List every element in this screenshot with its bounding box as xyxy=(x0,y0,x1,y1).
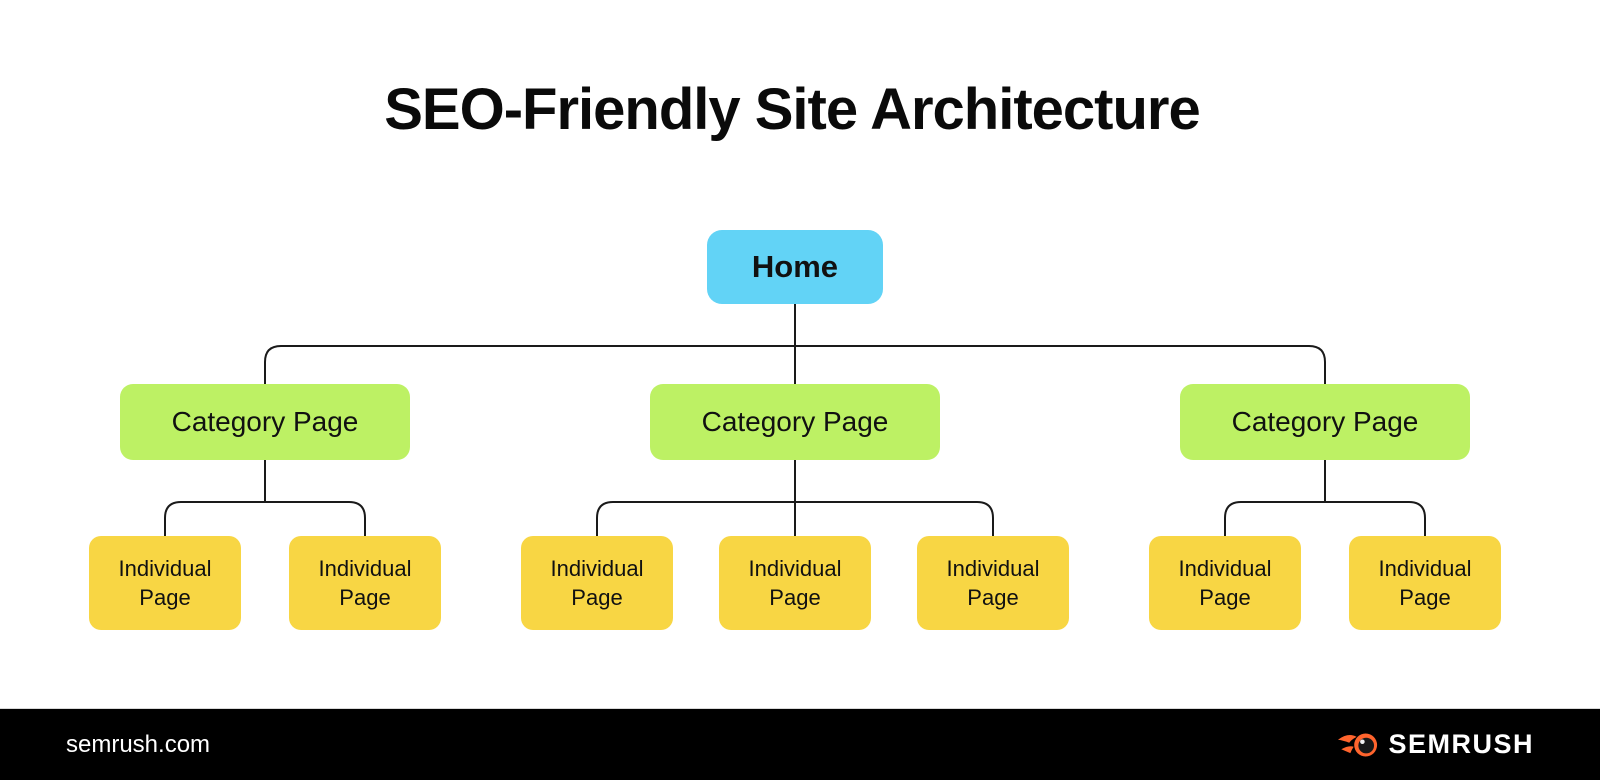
connector-level1-rail xyxy=(264,345,1326,384)
node-home: Home xyxy=(707,230,883,304)
connector-cat3-rail xyxy=(1224,501,1426,536)
connector-cat2-rail xyxy=(596,501,994,536)
node-individual-3: Individual Page xyxy=(521,536,673,630)
footer-website: semrush.com xyxy=(66,730,211,758)
node-category-2: Category Page xyxy=(650,384,940,460)
footer-bar: semrush.com SEMRUSH xyxy=(0,708,1600,780)
semrush-wordmark: SEMRUSH xyxy=(1388,729,1534,759)
node-individual-5: Individual Page xyxy=(917,536,1069,630)
node-individual-4: Individual Page xyxy=(719,536,871,630)
page-title: SEO-Friendly Site Architecture xyxy=(384,77,1201,142)
node-individual-1: Individual Page xyxy=(89,536,241,630)
connector-cat1-rail xyxy=(164,501,366,536)
semrush-logo: SEMRUSH xyxy=(1337,729,1534,760)
node-category-3: Category Page xyxy=(1180,384,1470,460)
node-category-1: Category Page xyxy=(120,384,410,460)
node-individual-6: Individual Page xyxy=(1149,536,1301,630)
node-individual-7: Individual Page xyxy=(1349,536,1501,630)
node-individual-2: Individual Page xyxy=(289,536,441,630)
semrush-flame-icon xyxy=(1338,733,1378,756)
